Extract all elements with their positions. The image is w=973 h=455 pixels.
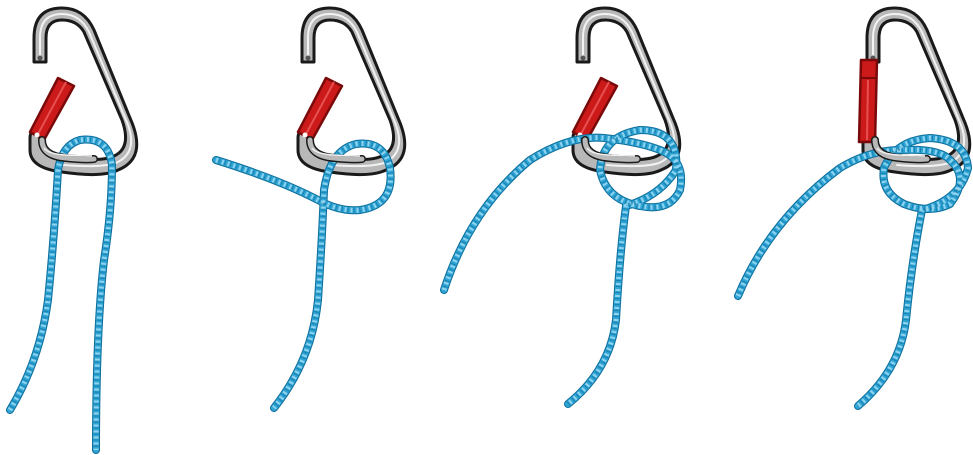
step-2: [216, 8, 405, 408]
rope-icon: [216, 144, 391, 409]
gate-open: [30, 78, 74, 140]
step-4: [738, 8, 970, 406]
gate-closed: [859, 60, 877, 142]
step-1: [10, 8, 137, 450]
rope-icon: [10, 140, 112, 450]
rope-icon: [738, 138, 968, 406]
step-3: [444, 8, 681, 404]
gate-open: [573, 78, 617, 140]
gate-open: [298, 78, 342, 140]
